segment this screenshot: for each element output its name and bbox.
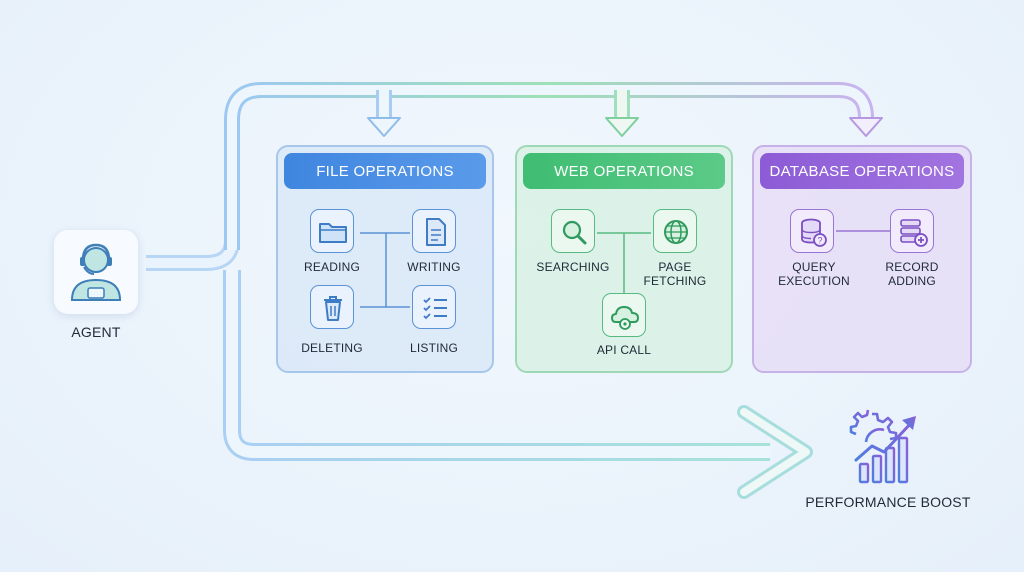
op-label-api-call: API CALL: [596, 343, 652, 357]
globe-icon: [653, 209, 697, 253]
op-label-deleting: DELETING: [301, 341, 363, 355]
trash-icon: [310, 285, 354, 329]
folder-icon: [310, 209, 354, 253]
arrowhead-web: [605, 117, 639, 137]
op-label-record-adding-line2: ADDING: [888, 274, 936, 288]
arrowhead-db: [849, 117, 883, 137]
file-operations-panel: FILE OPERATIONS READING WRITING DELETING…: [276, 145, 494, 373]
file-connectors: [360, 232, 410, 308]
op-label-page-fetching: PAGE FETCHING: [637, 260, 713, 288]
op-label-record-adding-line1: RECORD: [885, 260, 939, 274]
db-connectors: [836, 230, 890, 232]
agent-label: AGENT: [71, 324, 121, 340]
op-label-page-fetching-line1: PAGE: [658, 260, 692, 274]
performance-boost-label: PERFORMANCE BOOST: [805, 494, 971, 510]
web-connectors: [597, 232, 651, 293]
database-query-icon: ?: [790, 209, 834, 253]
file-operations-header: FILE OPERATIONS: [284, 153, 486, 189]
op-label-reading: READING: [303, 260, 361, 274]
web-operations-header: WEB OPERATIONS: [523, 153, 725, 189]
magnifier-icon: [551, 209, 595, 253]
database-operations-header: DATABASE OPERATIONS: [760, 153, 964, 189]
cloud-gear-icon: [602, 293, 646, 337]
gear-chart-arrow-icon: [849, 409, 916, 484]
checklist-icon: [412, 285, 456, 329]
document-icon: [412, 209, 456, 253]
arrowhead-file: [367, 117, 401, 137]
agent-card: [54, 230, 138, 314]
op-label-query-execution: QUERY EXECUTION: [772, 260, 856, 288]
op-label-record-adding: RECORD ADDING: [874, 260, 950, 288]
op-label-listing: LISTING: [409, 341, 459, 355]
svg-text:?: ?: [817, 236, 822, 246]
op-label-writing: WRITING: [407, 260, 461, 274]
agent-headset-icon: [70, 243, 122, 301]
op-label-query-execution-line1: QUERY: [792, 260, 836, 274]
op-label-page-fetching-line2: FETCHING: [643, 274, 707, 288]
database-add-icon: [890, 209, 934, 253]
web-operations-panel: WEB OPERATIONS SEARCHING PAGE FETCHING A…: [515, 145, 733, 373]
database-operations-panel: DATABASE OPERATIONS ? QUERY EXECUTION RE…: [752, 145, 972, 373]
op-label-searching: SEARCHING: [536, 260, 610, 274]
op-label-query-execution-line2: EXECUTION: [778, 274, 850, 288]
